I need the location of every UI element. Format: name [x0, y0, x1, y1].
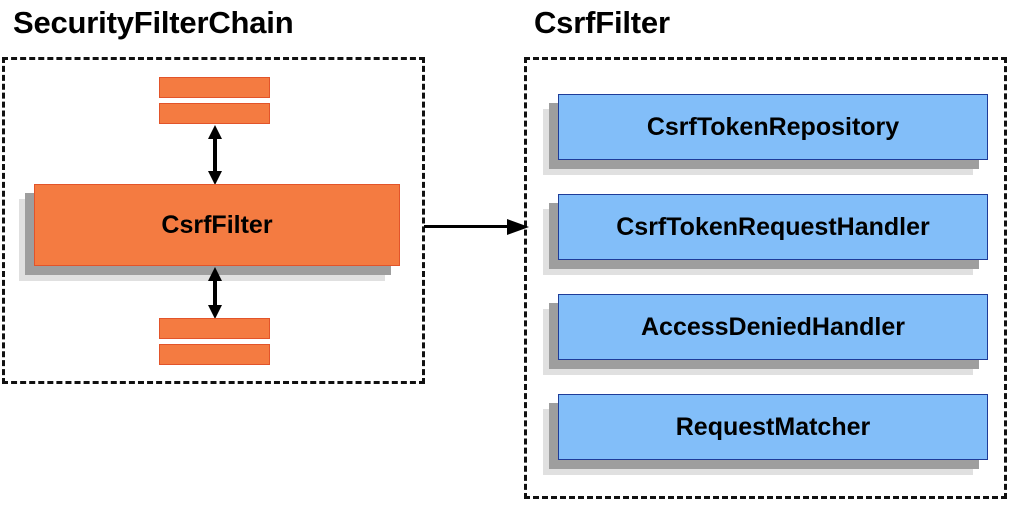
- collaborator-box-request-matcher[interactable]: RequestMatcher: [543, 394, 988, 475]
- arrow-shaft: [424, 225, 511, 228]
- collaborator-box-access-denied-handler[interactable]: AccessDeniedHandler: [543, 294, 988, 375]
- collaborator-box-csrf-token-repository[interactable]: CsrfTokenRepository: [543, 94, 988, 175]
- csrf-filter-box-label: CsrfFilter: [34, 184, 400, 266]
- arrow-shaft: [213, 279, 217, 307]
- arrow-head-right-icon: [507, 219, 529, 235]
- collaborator-box-label: CsrfTokenRepository: [558, 94, 988, 160]
- filter-stub-top-1: [159, 77, 270, 98]
- filter-stub-bottom-1: [159, 318, 270, 339]
- filter-chain-arrow-upper: [208, 125, 222, 185]
- filter-chain-arrow-lower: [208, 267, 222, 319]
- arrow-head-down-icon: [208, 305, 222, 319]
- collaborator-box-label: CsrfTokenRequestHandler: [558, 194, 988, 260]
- arrow-head-down-icon: [208, 171, 222, 185]
- panel-connector-arrow: [424, 219, 529, 235]
- arrow-head-up-icon: [208, 125, 222, 139]
- csrf-filter-title: CsrfFilter: [534, 5, 670, 40]
- security-filter-chain-title: SecurityFilterChain: [13, 5, 294, 40]
- filter-stub-bottom-2: [159, 344, 270, 365]
- collaborator-box-label: AccessDeniedHandler: [558, 294, 988, 360]
- filter-stub-top-2: [159, 103, 270, 124]
- collaborator-box-label: RequestMatcher: [558, 394, 988, 460]
- security-filter-chain-panel: [2, 57, 425, 384]
- arrow-shaft: [213, 137, 217, 173]
- arrow-head-up-icon: [208, 267, 222, 281]
- csrf-filter-panel: [524, 57, 1007, 499]
- collaborator-box-csrf-token-request-handler[interactable]: CsrfTokenRequestHandler: [543, 194, 988, 275]
- csrf-filter-box[interactable]: CsrfFilter: [19, 184, 400, 281]
